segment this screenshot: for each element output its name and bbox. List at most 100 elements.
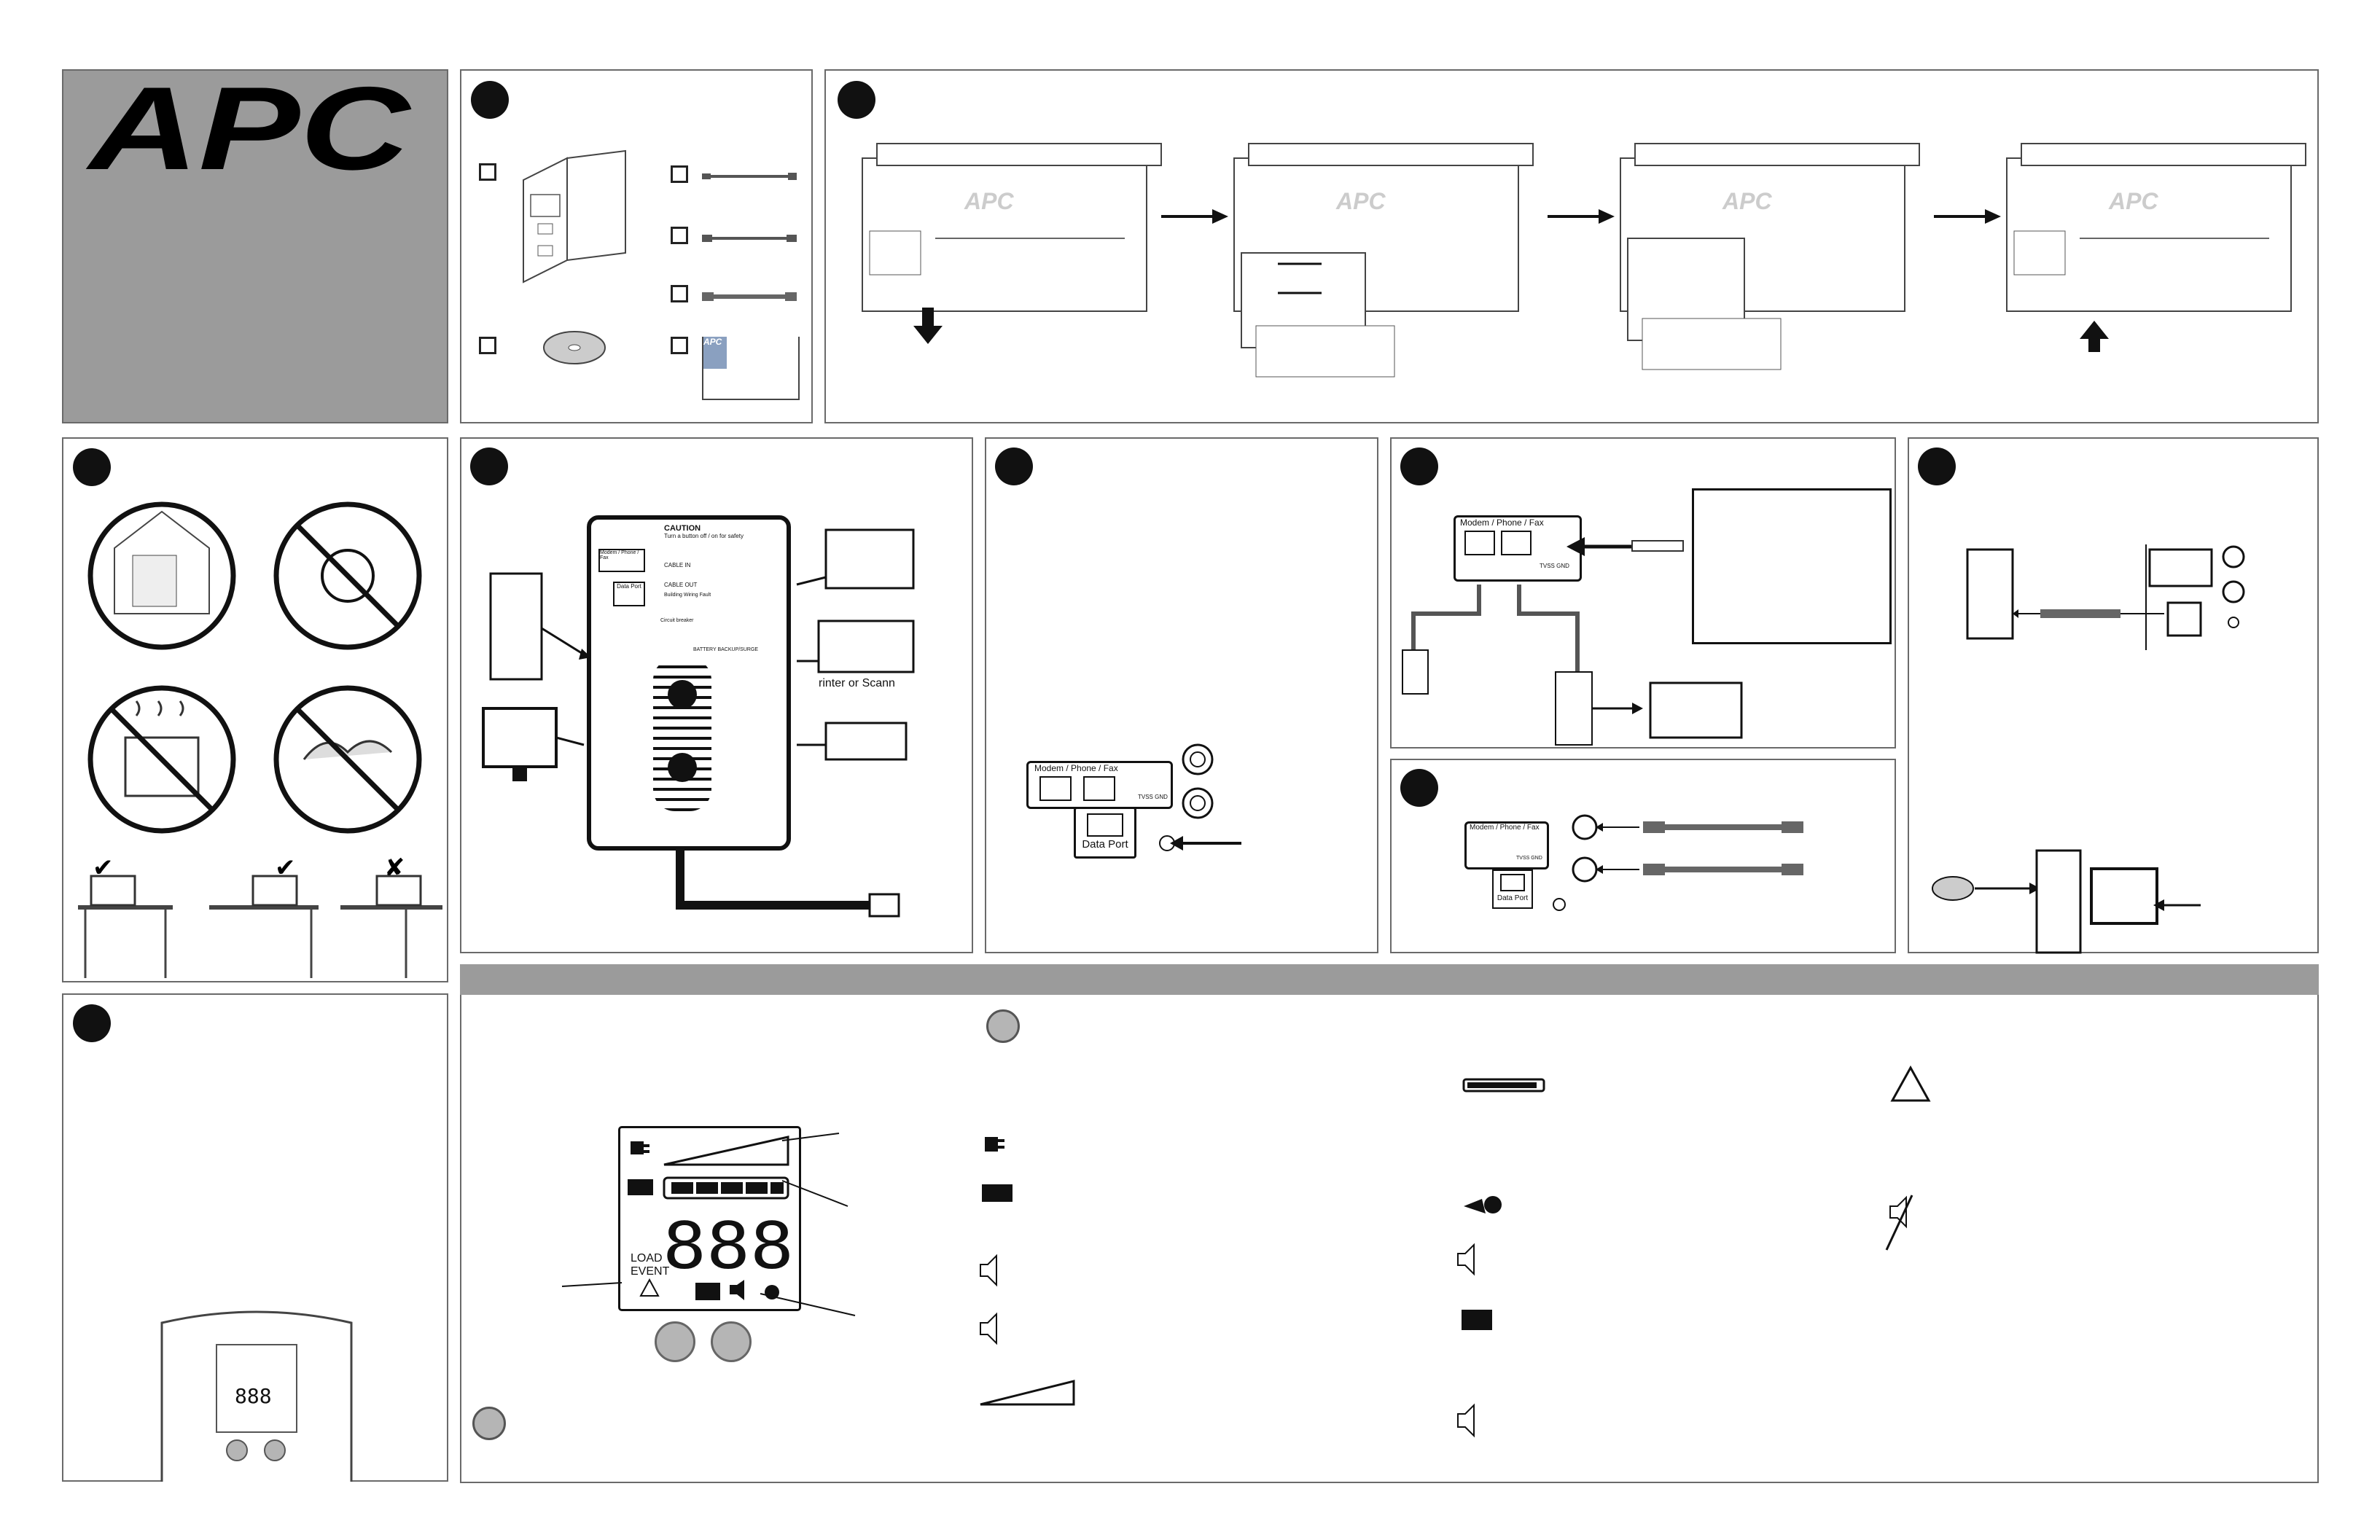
coax-wiring	[1553, 814, 1803, 911]
usb-cable-icon	[702, 173, 797, 180]
indoor-ok-icon	[87, 501, 236, 650]
usb-cable-icon	[2040, 609, 2120, 618]
coax-panel: Modem / Phone / Fax TVSS GND Data Port	[1390, 759, 1896, 953]
rj11-jack-2[interactable]	[1083, 776, 1115, 801]
logo-panel: APC	[62, 63, 448, 423]
load-bargraph	[663, 1136, 789, 1166]
cd-illustration	[543, 331, 606, 364]
arrow-right	[1548, 209, 1615, 224]
legend-speaker-icon-4	[1457, 1403, 1475, 1438]
coax-cable-icon	[702, 292, 797, 301]
lcd-display: 888 LOAD EVENT	[618, 1126, 801, 1311]
step-number-badge	[73, 448, 111, 486]
tvss-gnd-label: TVSS GND	[1138, 794, 1168, 800]
svg-text:APC: APC	[2108, 188, 2158, 214]
power-cord	[676, 851, 870, 910]
coax-cable-in	[1643, 821, 1803, 833]
power-button[interactable]	[655, 1321, 695, 1362]
data-port-label: Data Port	[1082, 838, 1128, 851]
desk-setup-ok-2: ✔	[209, 853, 319, 978]
fax-printer-icon	[824, 528, 915, 590]
checklist-phone-cable-checkbox[interactable]	[671, 227, 688, 244]
outlet-grid	[653, 658, 711, 811]
load-label: LOAD	[631, 1252, 663, 1265]
ups-step-3: APC	[1620, 143, 1920, 370]
rj11-jack-1[interactable]	[1039, 776, 1072, 801]
wall-jack-plug-icon	[1631, 540, 1684, 552]
apc-logo: APC	[85, 63, 412, 195]
legend-speaker-icon-1	[980, 1254, 997, 1287]
manual-illustration: APC	[702, 337, 800, 400]
coax-cable-out	[1643, 864, 1803, 875]
cable-in-label: CABLE IN	[664, 562, 691, 568]
computer-icon	[1555, 671, 1593, 746]
caution-sub-label: Turn a button off / on for safety	[664, 533, 744, 539]
monitor-icon	[2090, 867, 2158, 925]
display-button-legend-icon	[986, 1009, 1020, 1043]
legend-overload-icon	[1464, 1196, 1502, 1213]
ups-front-illustration: 888	[160, 1310, 353, 1482]
lcd-digits: 888	[663, 1208, 794, 1283]
connect-equipment-panel: CAUTION Turn a button off / on for safet…	[460, 437, 973, 953]
fax-machine-icon	[1649, 681, 1743, 739]
phone-line-wiring	[1402, 537, 1743, 746]
no-moisture-icon	[273, 685, 422, 834]
cd-icon	[1932, 876, 1974, 901]
checklist-ups-checkbox[interactable]	[479, 163, 496, 181]
step-number-badge	[470, 447, 508, 485]
pc-tower-icon	[1966, 548, 2014, 640]
battery-backup-label: BATTERY BACKUP/SURGE	[693, 647, 759, 652]
display-section-band	[460, 964, 2319, 995]
pc-tower-icon	[2035, 849, 2082, 954]
event-label: EVENT	[631, 1265, 670, 1278]
legend-warning-icon	[1890, 1065, 1931, 1102]
checklist-usb-cable-checkbox[interactable]	[671, 165, 688, 183]
phone-icon	[1402, 649, 1429, 695]
printer-icon	[817, 619, 915, 673]
mute-icon	[730, 1280, 744, 1300]
power-plug-icon	[868, 893, 900, 918]
usb-software-illustration	[1932, 544, 2245, 954]
step-number-badge	[995, 447, 1033, 485]
printer-label: rinter or Scann	[819, 677, 895, 689]
battery-install-sequence: APC APC APC APC	[862, 143, 2306, 378]
note-box	[1692, 488, 1892, 644]
legend-battery-fault-icon	[1462, 1310, 1492, 1330]
rj11-out-jack[interactable]	[1501, 531, 1532, 555]
checklist-cd-checkbox[interactable]	[479, 337, 496, 354]
monitor-icon	[482, 707, 558, 768]
checklist-manual-checkbox[interactable]	[671, 337, 688, 354]
cable-out-label: CABLE OUT	[664, 582, 698, 588]
legend-battery-icon	[982, 1184, 1013, 1202]
phone-cable-icon	[702, 235, 797, 242]
legend-mute-icon	[1885, 1195, 1913, 1251]
power-button-legend-icon	[472, 1407, 506, 1440]
display-button[interactable]	[711, 1321, 752, 1362]
desk-setup-bad: ✘	[340, 853, 442, 978]
step-number-badge	[1400, 447, 1438, 485]
connect-equipment-lines	[482, 528, 915, 918]
svg-text:✔: ✔	[275, 853, 296, 883]
data-port-arrows	[1159, 743, 1241, 851]
step-number-badge	[471, 81, 509, 119]
arrow-right	[1161, 209, 1228, 224]
legend-load-bargraph	[980, 1380, 1075, 1406]
rj11-in-jack[interactable]	[1464, 531, 1495, 555]
svg-text:✘: ✘	[384, 853, 405, 883]
modem-block-icon	[2148, 548, 2213, 587]
step-number-badge	[838, 81, 875, 119]
no-sunlight-icon	[273, 501, 422, 650]
lcd-segments: 888	[628, 1136, 794, 1300]
ups-rear-panel: CAUTION Turn a button off / on for safet…	[587, 515, 791, 851]
usb-software-panel	[1908, 437, 2319, 954]
legend-speaker-icon-3	[1457, 1243, 1475, 1276]
data-port-closeup[interactable]: Data Port	[1074, 807, 1136, 859]
data-port[interactable]: Data Port	[613, 582, 645, 606]
svg-text:888: 888	[235, 1384, 272, 1408]
svg-text:APC: APC	[1335, 188, 1386, 214]
arrow-right	[1934, 209, 2001, 224]
phone-line-panel: Modem / Phone / Fax TVSS GND	[1390, 437, 1896, 748]
data-port-coax[interactable]: Data Port	[1492, 869, 1533, 909]
checklist-coax-cable-checkbox[interactable]	[671, 285, 688, 302]
legend-icons	[980, 1065, 1931, 1438]
